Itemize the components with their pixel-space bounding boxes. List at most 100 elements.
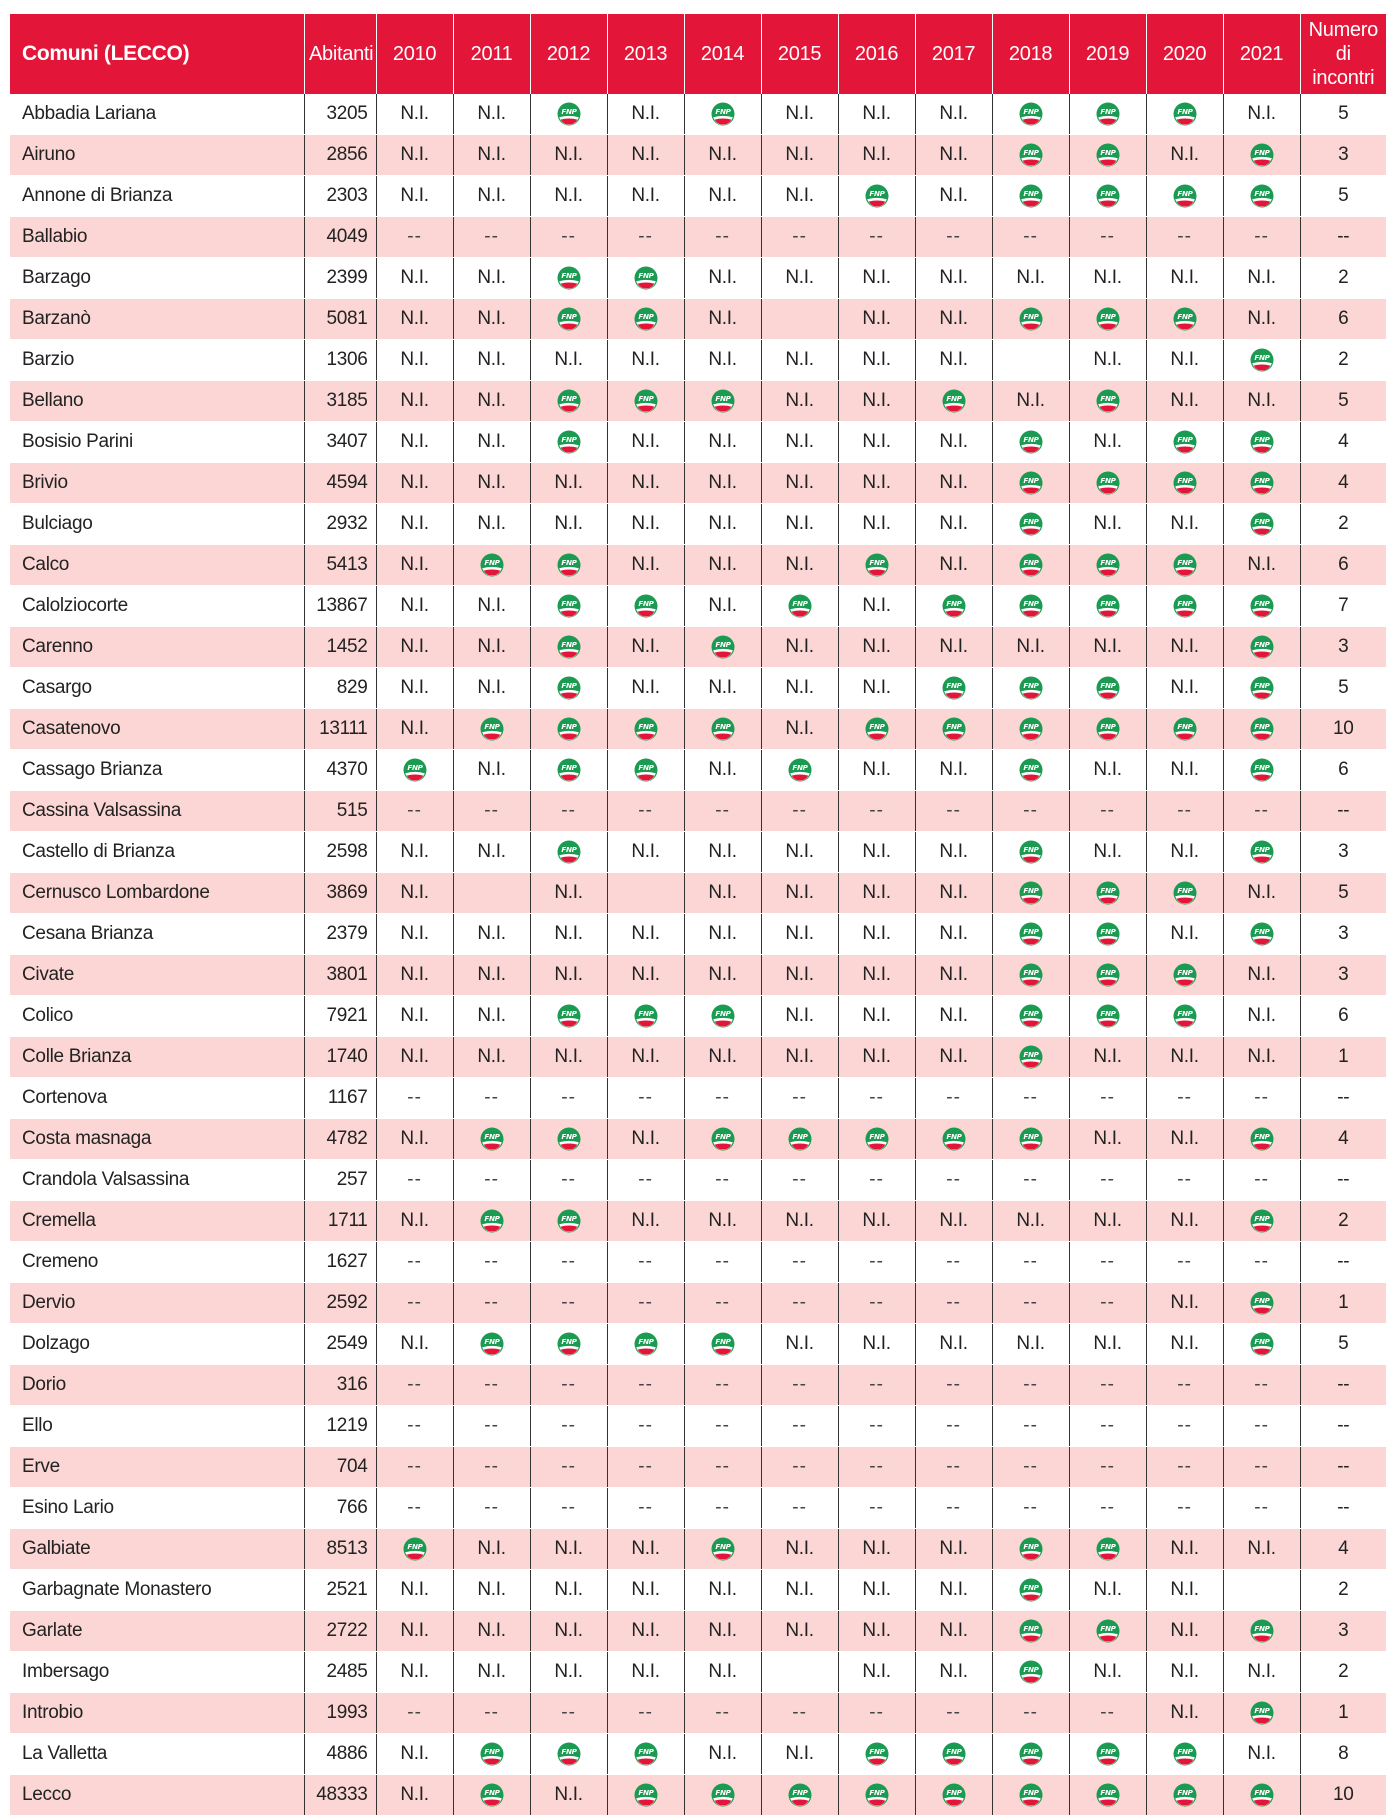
- fnp-logo-icon: FNP: [1250, 635, 1274, 659]
- year-status-cell: N.I.: [915, 995, 993, 1037]
- municipality-name: Cortenova: [10, 1077, 305, 1119]
- fnp-logo-icon: FNP: [557, 266, 581, 290]
- year-status-cell: N.I.: [838, 298, 916, 340]
- meeting-count: 2: [1300, 257, 1386, 299]
- year-status-cell: N.I.: [838, 1569, 916, 1611]
- fnp-logo-icon: FNP: [1019, 594, 1043, 618]
- year-status-cell: N.I.: [376, 1610, 454, 1652]
- year-status-cell: N.I.: [376, 421, 454, 463]
- no-data-cell: --: [1146, 1446, 1224, 1488]
- year-status-cell: N.I.: [453, 1528, 531, 1570]
- year-status-cell: N.I.: [838, 1036, 916, 1078]
- year-status-cell: N.I.: [1146, 134, 1224, 176]
- no-data-cell: --: [453, 1159, 531, 1201]
- meeting-count: --: [1300, 1241, 1386, 1283]
- year-status-cell: N.I.: [376, 1118, 454, 1160]
- year-status-cell: N.I.: [530, 1528, 608, 1570]
- no-data-cell: --: [530, 216, 608, 258]
- fnp-logo-icon: FNP: [1250, 1783, 1274, 1807]
- no-data-cell: --: [607, 1405, 685, 1447]
- fnp-logo-icon: FNP: [1173, 1742, 1197, 1766]
- year-status-cell: N.I.: [915, 134, 993, 176]
- year-status-cell: N.I.: [1146, 1282, 1224, 1324]
- fnp-logo-icon: FNP: [1096, 471, 1120, 495]
- year-status-cell: N.I.: [453, 1036, 531, 1078]
- fnp-logo-cell: FNP: [915, 708, 993, 750]
- fnp-logo-text: FNP: [484, 1132, 500, 1141]
- fnp-logo-text: FNP: [1100, 189, 1116, 198]
- fnp-logo-text: FNP: [1254, 640, 1270, 649]
- fnp-logo-cell: FNP: [1146, 1733, 1224, 1775]
- year-status-cell: N.I.: [453, 954, 531, 996]
- fnp-logo-icon: FNP: [557, 1742, 581, 1766]
- year-status-cell: N.I.: [915, 1610, 993, 1652]
- no-data-cell: --: [453, 790, 531, 832]
- fnp-logo-cell: FNP: [1146, 421, 1224, 463]
- year-status-cell: N.I.: [607, 667, 685, 709]
- year-status-cell: N.I.: [915, 1528, 993, 1570]
- year-status-cell: N.I.: [607, 339, 685, 381]
- no-data-cell: --: [453, 1077, 531, 1119]
- municipality-name: Cernusco Lombardone: [10, 872, 305, 914]
- fnp-logo-icon: FNP: [1019, 963, 1043, 987]
- fnp-logo-text: FNP: [1100, 722, 1116, 731]
- year-status-cell: N.I.: [1069, 1651, 1147, 1693]
- fnp-logo-text: FNP: [1100, 1747, 1116, 1756]
- fnp-logo-icon: FNP: [634, 1004, 658, 1028]
- year-status-cell: N.I.: [1146, 667, 1224, 709]
- fnp-logo-icon: FNP: [1173, 963, 1197, 987]
- no-data-cell: --: [1146, 1077, 1224, 1119]
- year-status-cell: N.I.: [1146, 1200, 1224, 1242]
- fnp-logo-icon: FNP: [1019, 307, 1043, 331]
- year-status-cell: N.I.: [1146, 1528, 1224, 1570]
- fnp-logo-icon: FNP: [634, 1783, 658, 1807]
- fnp-logo-text: FNP: [1023, 1542, 1039, 1551]
- fnp-logo-cell: FNP: [992, 462, 1070, 504]
- meeting-count: --: [1300, 1159, 1386, 1201]
- year-status-cell: N.I.: [915, 544, 993, 586]
- fnp-logo-cell: FNP: [376, 1528, 454, 1570]
- fnp-logo-text: FNP: [561, 558, 577, 567]
- fnp-logo-text: FNP: [1254, 722, 1270, 731]
- fnp-logo-icon: FNP: [1019, 1619, 1043, 1643]
- year-status-cell: N.I.: [684, 298, 762, 340]
- no-data-cell: --: [1069, 1159, 1147, 1201]
- fnp-logo-text: FNP: [715, 1788, 731, 1797]
- fnp-logo-cell: FNP: [992, 708, 1070, 750]
- fnp-logo-cell: FNP: [1069, 462, 1147, 504]
- fnp-logo-icon: FNP: [403, 1537, 427, 1561]
- year-status-cell: N.I.: [838, 831, 916, 873]
- meeting-count: 1: [1300, 1282, 1386, 1324]
- fnp-logo-cell: FNP: [1069, 94, 1147, 135]
- fnp-logo-icon: FNP: [1250, 1209, 1274, 1233]
- header-year: 2011: [453, 14, 531, 94]
- population-value: 316: [304, 1364, 377, 1406]
- municipality-name: Barzio: [10, 339, 305, 381]
- meeting-count: 2: [1300, 1569, 1386, 1611]
- meeting-count: 2: [1300, 1200, 1386, 1242]
- year-status-cell: N.I.: [453, 94, 531, 135]
- fnp-logo-text: FNP: [638, 312, 654, 321]
- fnp-logo-text: FNP: [561, 435, 577, 444]
- year-status-cell: N.I.: [761, 544, 839, 586]
- year-status-cell: [607, 872, 685, 914]
- year-status-cell: N.I.: [376, 134, 454, 176]
- fnp-logo-cell: FNP: [761, 749, 839, 791]
- no-data-cell: --: [684, 216, 762, 258]
- fnp-logo-text: FNP: [1023, 558, 1039, 567]
- fnp-logo-icon: FNP: [942, 594, 966, 618]
- fnp-logo-icon: FNP: [1173, 553, 1197, 577]
- no-data-cell: --: [1223, 1241, 1301, 1283]
- fnp-logo-cell: FNP: [684, 94, 762, 135]
- no-data-cell: --: [376, 216, 454, 258]
- year-status-cell: N.I.: [453, 626, 531, 668]
- no-data-cell: --: [761, 790, 839, 832]
